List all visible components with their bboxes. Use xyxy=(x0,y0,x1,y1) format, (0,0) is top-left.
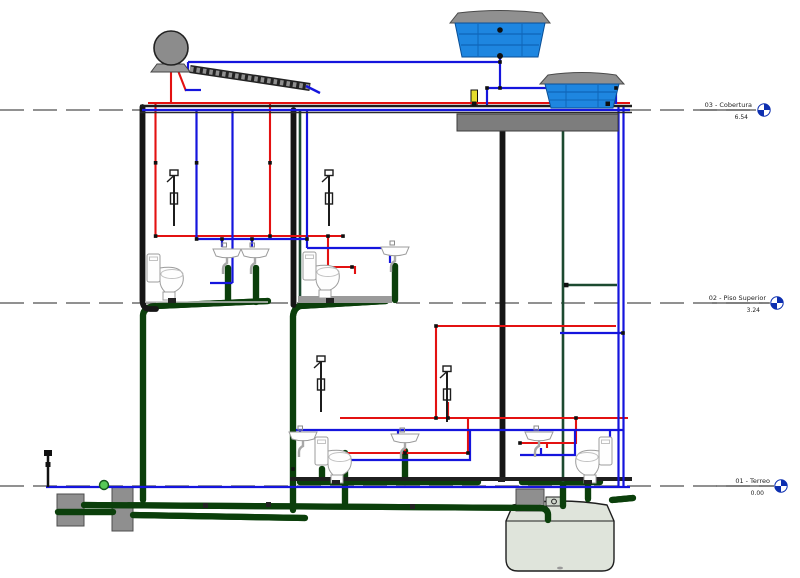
level-head-icon[interactable] xyxy=(774,479,788,493)
septic-tank-part[interactable] xyxy=(551,498,557,505)
pipe-fittings-part xyxy=(194,237,199,241)
toilet-icon[interactable] xyxy=(575,436,613,484)
pipe-fittings-part xyxy=(403,451,407,455)
water-tank-icon[interactable] xyxy=(544,83,620,109)
cold-water-pipe[interactable] xyxy=(322,430,472,462)
level-elevation[interactable]: 6.54 xyxy=(735,114,749,121)
solar-heater-icon[interactable] xyxy=(153,30,189,66)
toilet-icon[interactable] xyxy=(302,251,340,299)
pipe-fittings-part xyxy=(434,324,438,328)
septic-lid[interactable] xyxy=(545,496,563,507)
cold-water-pipe[interactable] xyxy=(305,84,321,95)
hose-bib-icon[interactable] xyxy=(44,450,52,487)
ground-floor-slab xyxy=(290,477,632,481)
floors xyxy=(145,296,632,481)
cold-water-pipe[interactable] xyxy=(520,430,577,457)
tank-slab[interactable] xyxy=(456,113,619,132)
rainwater-pipes[interactable] xyxy=(298,110,617,482)
pipe-fittings-part xyxy=(194,161,199,165)
pipe-fittings-part xyxy=(153,234,158,238)
level-elevation[interactable]: 3.24 xyxy=(747,307,761,314)
pipe-fittings-part xyxy=(341,234,345,238)
septic-tank[interactable] xyxy=(505,496,615,572)
pipe-fittings-part xyxy=(498,477,505,482)
pipe-fittings-part xyxy=(250,237,254,241)
water-tank-upper-part[interactable] xyxy=(497,27,503,33)
level-name[interactable]: 03 - Cobertura xyxy=(705,101,752,109)
shower-icon[interactable] xyxy=(439,365,452,423)
pipe-fittings-part xyxy=(153,161,158,165)
pipe-fittings-part xyxy=(466,451,470,455)
water-tank-upper[interactable] xyxy=(448,10,552,60)
level-head-icon[interactable] xyxy=(770,296,784,310)
pipe-fittings-part xyxy=(326,234,330,238)
pipe-fittings xyxy=(153,60,625,509)
pipe-fittings-part xyxy=(168,298,176,303)
pipe-fittings-part xyxy=(614,86,618,90)
level-name[interactable]: 01 - Terreo xyxy=(735,477,770,485)
pipe-fittings-part xyxy=(220,237,224,241)
pipe-fittings-part xyxy=(266,502,271,507)
pipe-fittings-part xyxy=(574,416,578,420)
pipe-fittings-part xyxy=(268,234,272,238)
upper-floor-slab xyxy=(298,296,392,303)
pipe-fittings-part xyxy=(564,282,569,288)
sewage-pipes-part[interactable] xyxy=(143,301,268,500)
solar-heater[interactable] xyxy=(150,30,321,95)
vent-pipes[interactable] xyxy=(139,89,612,482)
tank-lid[interactable] xyxy=(448,10,552,24)
cold-water-pipe[interactable] xyxy=(307,246,392,263)
pipe-fittings-part xyxy=(332,480,340,484)
solar-heater-part[interactable] xyxy=(189,66,311,90)
site-elements[interactable] xyxy=(44,450,110,491)
pipe-fittings-part xyxy=(621,331,625,335)
pipe-fittings-part xyxy=(446,416,450,420)
sewage-pipes-part[interactable] xyxy=(84,505,540,508)
pipe-fittings-part xyxy=(498,60,502,64)
pipe-fittings-part xyxy=(326,298,334,303)
pipe-fittings-part xyxy=(203,503,208,508)
sewage-pipes-part[interactable] xyxy=(133,515,305,518)
shower-icon[interactable] xyxy=(321,169,334,227)
pipe-fittings-part xyxy=(434,416,438,420)
drain-fitting-icon[interactable] xyxy=(98,479,110,491)
pipe-fittings-part xyxy=(268,161,272,165)
shower-icon[interactable] xyxy=(166,169,179,227)
hose-bib-icon-part[interactable] xyxy=(45,462,51,467)
pipe-fittings-part xyxy=(518,441,522,445)
pipe-fittings-part xyxy=(605,101,610,106)
pipe-fittings-part xyxy=(350,265,354,269)
level-elevation[interactable]: 0.00 xyxy=(751,490,765,497)
inspection-box-icon[interactable] xyxy=(111,486,134,532)
pipe-fittings-part xyxy=(472,101,477,106)
level-name[interactable]: 02 - Piso Superior xyxy=(709,294,767,302)
pipe-fittings-part xyxy=(305,237,309,241)
level-head-icon[interactable] xyxy=(757,103,771,117)
underground-equipment[interactable] xyxy=(56,486,615,572)
pipe-fittings-part xyxy=(498,86,502,90)
pipe-fittings-part xyxy=(291,467,295,471)
pipe-fittings-part xyxy=(584,480,592,484)
shower-icon[interactable] xyxy=(313,355,326,413)
sewage-pipe[interactable] xyxy=(139,297,272,504)
water-tank-upper-part[interactable] xyxy=(497,53,503,59)
sewage-pipes-part[interactable] xyxy=(612,498,633,500)
pipe-fittings-part xyxy=(410,504,415,509)
pipe-fittings-part xyxy=(485,86,489,90)
hot-water-pipe[interactable] xyxy=(326,236,357,274)
toilet-icon[interactable] xyxy=(146,253,184,301)
water-tank-lower[interactable] xyxy=(538,72,626,109)
septic-tank-part[interactable] xyxy=(557,566,563,570)
tank-lid[interactable] xyxy=(538,72,626,85)
